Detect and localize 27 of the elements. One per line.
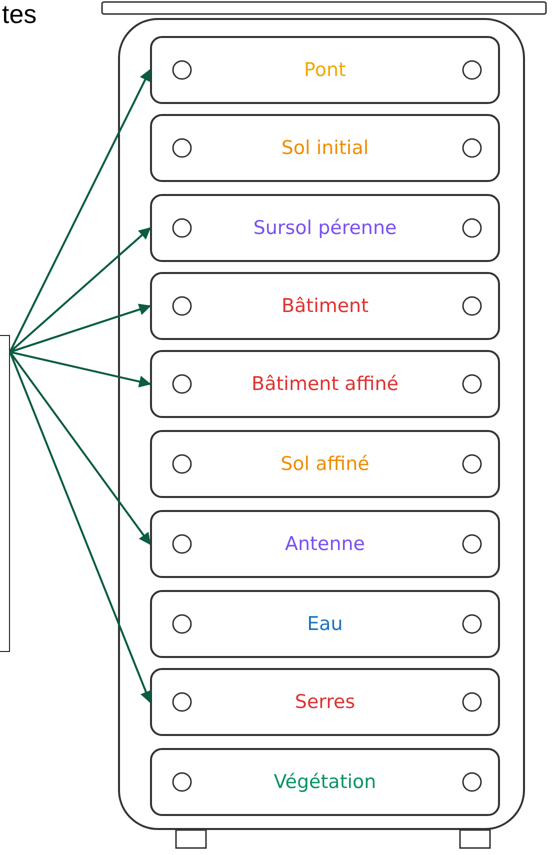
drawer	[150, 430, 500, 498]
drawer-label: Antenne	[284, 533, 366, 555]
drawer	[150, 748, 500, 816]
arrow	[9, 352, 152, 704]
drawer-label: Sol initial	[280, 137, 370, 159]
drawer	[150, 668, 500, 736]
text-label: tes	[2, 0, 37, 29]
drawer-label: Bâtiment affiné	[250, 373, 400, 395]
drawer	[150, 114, 500, 182]
drawer	[150, 510, 500, 578]
arrow	[9, 227, 151, 353]
drawer	[150, 272, 500, 340]
drawer-label: Eau	[306, 613, 344, 635]
drawer-label: Sol affiné	[280, 453, 370, 475]
drawer-label: Bâtiment	[280, 295, 370, 317]
arrow	[10, 304, 152, 353]
arrow	[10, 351, 152, 388]
arrow	[9, 68, 151, 352]
drawer-label: Végétation	[272, 771, 378, 793]
drawer-label: Sursol pérenne	[252, 217, 398, 239]
drawer	[150, 350, 500, 418]
drawer-label: Pont	[303, 59, 347, 81]
drawer	[150, 36, 500, 104]
drawer	[150, 194, 500, 262]
arrow	[9, 351, 151, 545]
drawer	[150, 590, 500, 658]
drawer-label: Serres	[294, 691, 356, 713]
